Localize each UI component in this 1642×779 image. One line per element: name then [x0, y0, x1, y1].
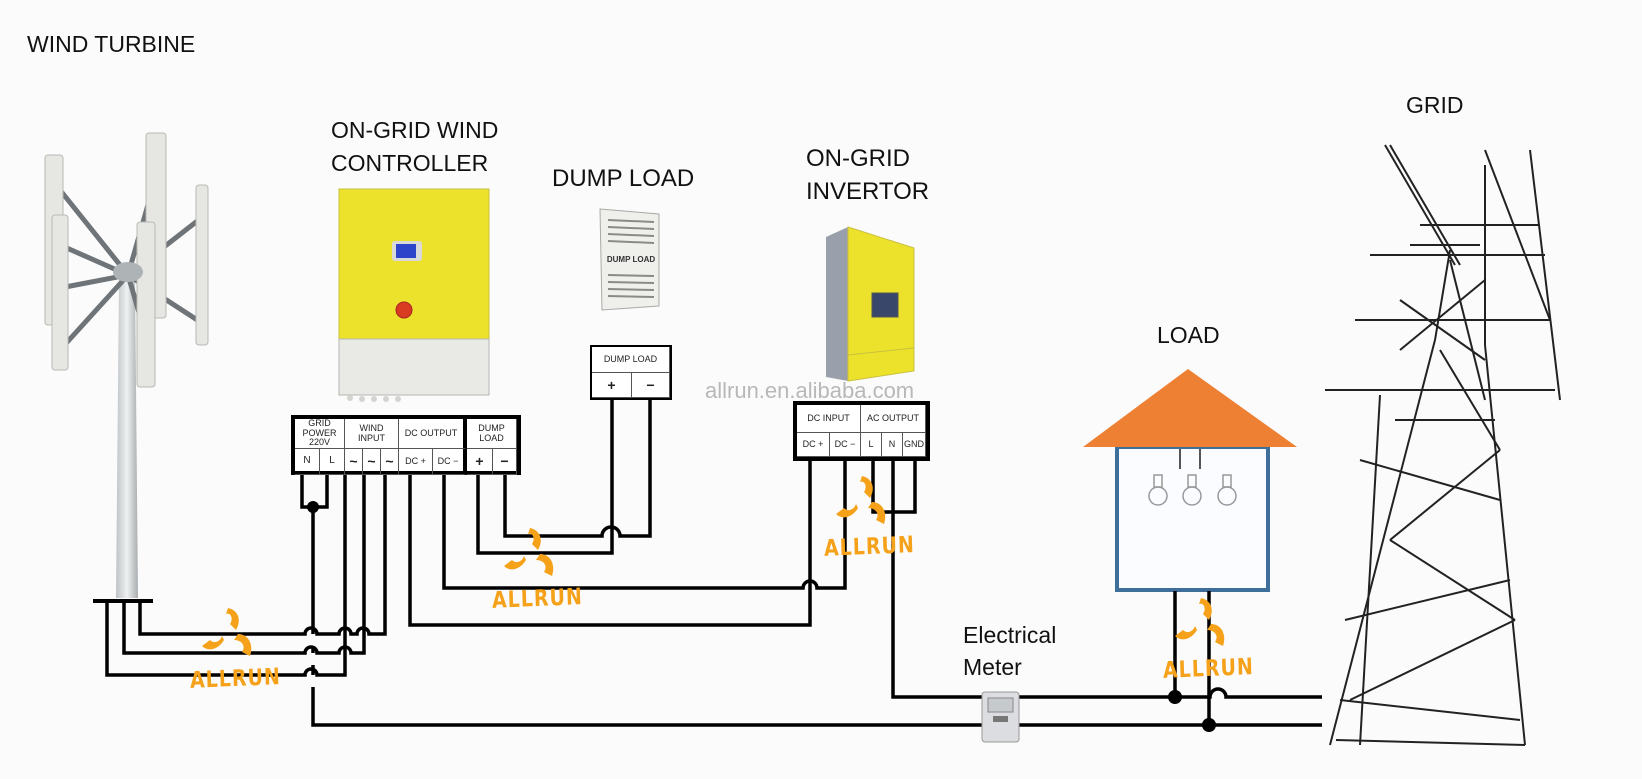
- inverter-pin-l: L: [861, 433, 882, 457]
- terminal-pin-dump-negative: −: [493, 449, 517, 475]
- allrun-swirl-icon: [836, 476, 886, 524]
- allrun-logo-text: ALLRUN: [189, 663, 282, 694]
- wire-phase-1: [105, 473, 347, 677]
- dump-load-terminal-header: DUMP LOAD: [592, 347, 670, 373]
- allrun-logo: ALLRUN: [1163, 590, 1254, 684]
- terminal-group-dc-output: DC OUTPUT: [399, 419, 467, 449]
- terminal-group-wind-input: WIND INPUT: [345, 419, 399, 449]
- electrical-meter-icon: [981, 691, 1020, 743]
- controller-terminal-block: GRID POWER 220V WIND INPUT DC OUTPUT DUM…: [291, 415, 521, 475]
- wire-dc-positive: [408, 460, 812, 627]
- terminal-pin-dc-negative: DC −: [433, 449, 467, 475]
- grid-label: GRID: [1406, 92, 1464, 118]
- wind-turbine-label: WIND TURBINE: [27, 31, 196, 57]
- wire-ac-gnd: [893, 460, 917, 514]
- allrun-logo: ALLRUN: [190, 600, 281, 694]
- allrun-swirl-icon: [504, 528, 554, 576]
- dump-load-pin-positive: +: [592, 373, 632, 398]
- allrun-swirl-icon: [202, 608, 252, 656]
- house-icon: [1083, 369, 1297, 592]
- terminal-pin-wind-2: ~: [363, 449, 381, 475]
- wire-phase-3: [138, 473, 387, 636]
- meter-label-line2: Meter: [963, 654, 1022, 680]
- wire-ac-l: [871, 460, 893, 514]
- allrun-logo: ALLRUN: [824, 468, 915, 562]
- wire-dump-positive: [476, 399, 614, 555]
- inverter-label-line1: ON-GRID: [806, 145, 910, 172]
- allrun-logo-text: ALLRUN: [823, 531, 916, 562]
- terminal-pin-dump-positive: +: [467, 449, 493, 475]
- junction-dots: [307, 501, 1216, 732]
- inverter-pin-dc-positive: DC +: [797, 433, 830, 457]
- terminal-pin-dc-positive: DC +: [399, 449, 433, 475]
- terminal-pin-wind-3: ~: [381, 449, 399, 475]
- allrun-logo: ALLRUN: [492, 520, 583, 614]
- allrun-logo-text: ALLRUN: [491, 583, 584, 614]
- allrun-swirl-icon: [1175, 598, 1225, 646]
- allrun-logo-text: ALLRUN: [1162, 653, 1255, 684]
- dump-load-device-icon: DUMP LOAD: [599, 208, 660, 311]
- terminal-group-dc-input: DC INPUT: [797, 405, 861, 433]
- wire-ac-n: [891, 460, 982, 699]
- terminal-pin-n: N: [295, 449, 320, 475]
- wire-phase-2: [122, 473, 366, 655]
- light-bulb-icons: [1148, 474, 1237, 506]
- inverter-pin-n: N: [882, 433, 903, 457]
- terminal-group-ac-output: AC OUTPUT: [861, 405, 926, 433]
- dump-load-terminal-block: DUMP LOAD + −: [590, 345, 672, 400]
- dump-load-device-text: DUMP LOAD: [607, 255, 656, 264]
- wire-dc-negative: [442, 460, 847, 590]
- grid-tower-icon: [1325, 144, 1561, 746]
- wires: [105, 399, 1322, 727]
- inverter-label-line2: INVERTOR: [806, 178, 930, 205]
- dump-load-pin-negative: −: [632, 373, 670, 398]
- controller-label-line1: ON-GRID WIND: [331, 117, 499, 143]
- inverter-pin-gnd: GND: [903, 433, 926, 457]
- controller-label-line2: CONTROLLER: [331, 150, 489, 176]
- terminal-group-grid-power: GRID POWER 220V: [295, 419, 345, 449]
- dump-load-label: DUMP LOAD: [552, 165, 695, 192]
- load-label: LOAD: [1157, 322, 1220, 348]
- watermark: allrun.en.alibaba.com: [705, 378, 915, 403]
- inverter-device-icon: [826, 226, 915, 382]
- terminal-pin-l: L: [320, 449, 345, 475]
- controller-device-icon: [338, 188, 490, 402]
- wire-dump-negative: [503, 399, 652, 538]
- inverter-terminal-block: DC INPUT AC OUTPUT DC + DC − L N GND: [793, 401, 930, 461]
- terminal-group-dump-load: DUMP LOAD: [467, 419, 517, 449]
- meter-label-line1: Electrical: [963, 622, 1057, 648]
- terminal-pin-wind-1: ~: [345, 449, 363, 475]
- wire-grid-power-feed: [311, 507, 982, 727]
- wind-turbine-icon: [44, 132, 209, 603]
- inverter-pin-dc-negative: DC −: [830, 433, 861, 457]
